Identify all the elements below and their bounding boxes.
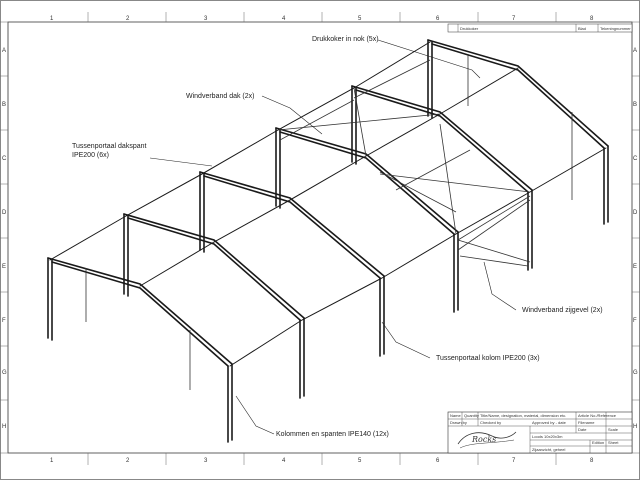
row-marker-f-right: F [633,318,637,324]
portal-frame-5 [351,85,533,271]
title-block: Name Quantity Title/Name, designation, m… [447,411,633,454]
grid-column-ticks [87,12,557,465]
tb-date: Date [578,427,587,432]
col-marker-3: 3 [204,16,208,22]
col-marker-7: 7 [512,16,516,22]
row-marker-b-right: B [633,102,637,108]
tb-sheet: Sheet [608,440,619,445]
col-marker-6-bottom: 6 [436,458,440,464]
tb-view: Zijaanzicht, geheel [532,447,565,452]
label-windverband-dak: Windverband dak (2x) [186,93,254,100]
row-marker-g-right: G [633,370,638,376]
col-marker-8-bottom: 8 [590,458,594,464]
steel-frame-structure [47,39,609,443]
row-marker-h: H [2,424,6,430]
row-marker-c-right: C [633,156,638,162]
portal-frame-3 [199,171,385,357]
row-marker-d: D [2,210,7,216]
grid-row-ticks [0,75,640,401]
col-marker-5: 5 [358,16,362,22]
roof-bracing [277,59,531,235]
tb-edition: Edition [592,440,604,445]
col-marker-6: 6 [436,16,440,22]
eave-ties-right [229,147,607,367]
top-title-strip: Drukkoker Tekeningnummer Blad [447,23,633,33]
label-drukkoker: Drukkoker in nok (5x) [312,36,379,43]
tb-drawn-by: Drawn by [450,420,467,425]
ridge-ties [139,67,519,287]
tb-title-designation: Title/Name, designation, material, dimen… [480,413,566,418]
row-marker-a: A [2,48,6,54]
company-logo: Rocks [457,431,517,449]
portal-frame-2 [123,213,305,399]
col-marker-7-bottom: 7 [512,458,516,464]
label-tussenportaal-dakspant-line2: IPE200 (6x) [72,152,109,159]
top-strip-drawing-no: Tekeningnummer [600,26,631,31]
col-marker-1: 1 [50,16,54,22]
col-marker-4: 4 [282,16,286,22]
col-marker-8: 8 [590,16,594,22]
tb-name: Name [450,413,461,418]
column-markers-bottom: 1 2 3 4 5 6 7 8 [50,458,594,464]
row-marker-d-right: D [633,210,638,216]
tb-checked-by: Checked by [480,420,501,425]
row-marker-f: F [2,318,6,324]
top-strip-sheet: Blad [578,26,586,31]
annotations: Drukkoker in nok (5x) Windverband dak (2… [72,36,603,438]
row-marker-c: C [2,156,7,162]
col-marker-2: 2 [126,16,130,22]
top-strip-title: Drukkoker [460,26,479,31]
portal-frame-1 [47,257,233,443]
col-marker-2-bottom: 2 [126,458,130,464]
tb-scale: Scale [608,427,619,432]
logo-text: Rocks [471,435,496,444]
row-marker-e-right: E [633,264,637,270]
row-marker-b: B [2,102,6,108]
tb-project: Loods 10x20x3m [532,434,563,439]
row-markers-right: A B C D E F G H [633,48,638,430]
col-marker-5-bottom: 5 [358,458,362,464]
col-marker-4-bottom: 4 [282,458,286,464]
col-marker-1-bottom: 1 [50,458,54,464]
eave-ties-left [49,41,431,261]
tb-filename: Filename [578,420,595,425]
tb-approved-by: Approved by - date [532,420,567,425]
portal-frame-6 [427,39,609,225]
row-marker-a-right: A [633,48,637,54]
row-markers-left: A B C D E F G H [2,48,7,430]
tb-article-no: Article No./Reference [578,413,617,418]
column-markers-top: 1 2 3 4 5 6 7 8 [50,16,594,22]
side-wall-bracing [457,195,531,267]
leader-lines [149,39,517,435]
label-windverband-zijgevel: Windverband zijgevel (2x) [522,307,603,314]
col-marker-3-bottom: 3 [204,458,208,464]
tb-quantity: Quantity [464,413,479,418]
row-marker-h-right: H [633,424,637,430]
row-marker-g: G [2,370,7,376]
label-tussenportaal-dakspant-line1: Tussenportaal dakspant [72,143,147,150]
label-tussenportaal-kolom: Tussenportaal kolom IPE200 (3x) [436,355,540,362]
row-marker-e: E [2,264,6,270]
label-kolommen-spanten: Kolommen en spanten IPE140 (12x) [276,431,389,438]
